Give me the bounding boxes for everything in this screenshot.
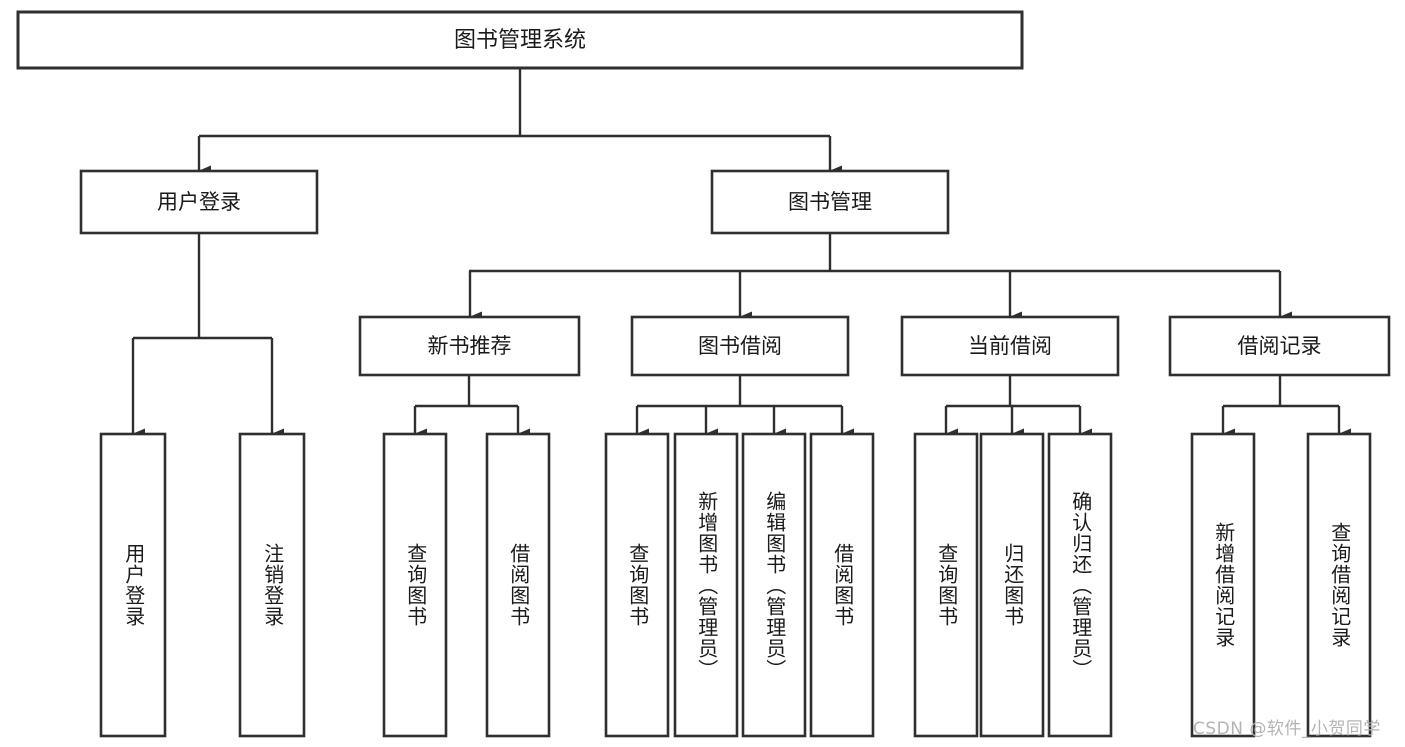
node-label-borrow-record: 借阅记录 [1238, 334, 1322, 358]
node-box-leaf-query-book-2[interactable] [604, 432, 670, 738]
leaf-node-leaf-edit-book-admin[interactable] [743, 434, 805, 736]
node-box-leaf-confirm-return-admin[interactable] [1047, 432, 1113, 738]
node-box-leaf-borrow-book-1[interactable] [485, 432, 551, 738]
connector-layer [131, 68, 1351, 440]
csdn-watermark: CSDN @软件_小贺同学 [1193, 719, 1381, 739]
leaf-node-leaf-borrow-book-2[interactable] [811, 434, 873, 736]
node-box-leaf-add-borrow-record[interactable] [1190, 432, 1256, 738]
node-label-root: 图书管理系统 [454, 28, 586, 53]
leaf-node-leaf-add-borrow-record[interactable] [1192, 434, 1254, 736]
node-label-current-borrow: 当前借阅 [968, 334, 1052, 358]
node-box-leaf-edit-book-admin[interactable] [741, 432, 807, 738]
node-box-borrow-record[interactable] [1168, 315, 1391, 377]
leaf-node-leaf-query-book-1[interactable] [384, 434, 446, 736]
node-box-leaf-borrow-book-2[interactable] [809, 432, 875, 738]
node-box-root[interactable] [16, 10, 1024, 70]
leaf-node-leaf-return-book[interactable] [981, 434, 1043, 736]
node-box-leaf-return-book[interactable] [979, 432, 1045, 738]
node-label-book-borrow: 图书借阅 [698, 334, 782, 358]
node-box-new-book-recommend[interactable] [358, 315, 581, 377]
leaf-node-leaf-user-login[interactable] [101, 434, 165, 736]
leaf-node-leaf-add-book-admin[interactable] [675, 434, 737, 736]
node-box-current-borrow[interactable] [900, 315, 1120, 377]
node-box-leaf-user-login[interactable] [99, 432, 167, 738]
node-box-leaf-logout-login[interactable] [238, 432, 306, 738]
node-box-leaf-query-book-1[interactable] [382, 432, 448, 738]
node-box-book-borrow[interactable] [630, 315, 850, 377]
node-label-user-login: 用户登录 [157, 190, 241, 214]
node-label-new-book-recommend: 新书推荐 [428, 334, 512, 358]
node-box-layer [16, 10, 1391, 738]
node-box-leaf-query-borrow-record[interactable] [1306, 432, 1372, 738]
node-box-leaf-query-book-3[interactable] [913, 432, 979, 738]
leaf-node-leaf-borrow-book-1[interactable] [487, 434, 549, 736]
leaf-node-leaf-query-book-3[interactable] [915, 434, 977, 736]
node-label-book-manage: 图书管理 [788, 190, 872, 214]
node-box-user-login[interactable] [79, 169, 319, 235]
leaf-node-leaf-query-book-2[interactable] [606, 434, 668, 736]
node-box-leaf-add-book-admin[interactable] [673, 432, 739, 738]
leaf-node-leaf-confirm-return-admin[interactable] [1049, 434, 1111, 736]
node-box-book-manage[interactable] [710, 169, 950, 235]
leaf-node-leaf-query-borrow-record[interactable] [1308, 434, 1370, 736]
leaf-node-leaf-logout-login[interactable] [240, 434, 304, 736]
